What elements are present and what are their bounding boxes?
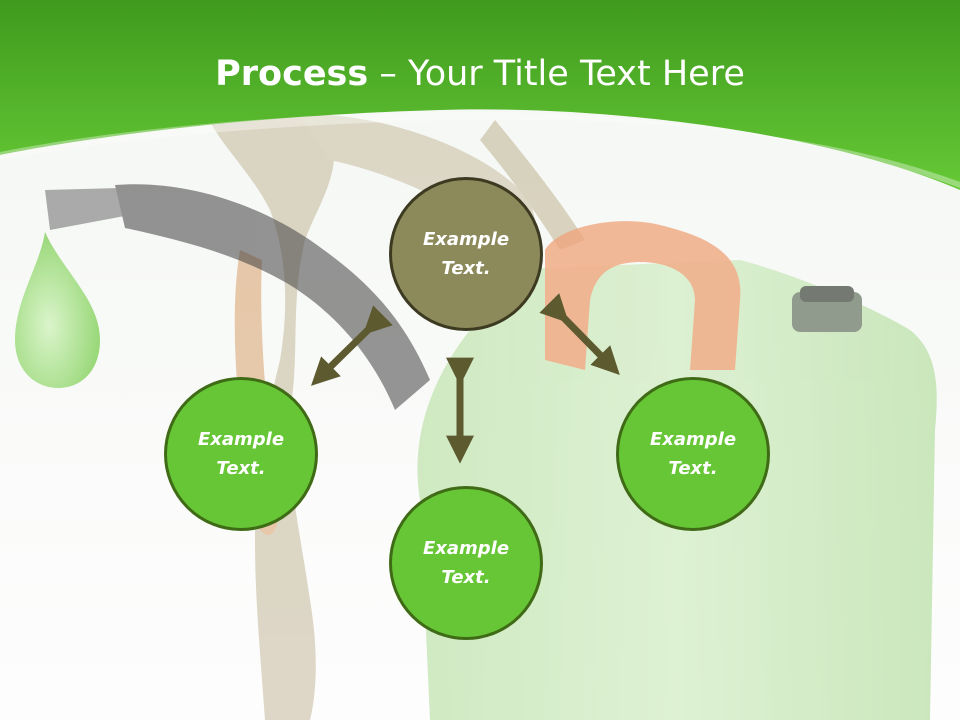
- fuel-nozzle: [45, 184, 430, 410]
- title-bold: Process: [215, 54, 369, 94]
- fuel-drop-shape: [15, 232, 100, 388]
- node-label: Example Text.: [422, 229, 510, 279]
- process-node-right: Example Text.: [616, 377, 770, 531]
- header-band: [0, 0, 960, 190]
- title-text: – Your Title Text Here: [368, 54, 745, 94]
- node-label: Example Text.: [197, 429, 285, 479]
- node-label: Example Text.: [422, 538, 510, 588]
- process-node-center: Example Text.: [389, 177, 543, 331]
- process-node-left: Example Text.: [164, 377, 318, 531]
- process-node-bottom: Example Text.: [389, 486, 543, 640]
- node-label: Example Text.: [649, 429, 737, 479]
- page-title: Process – Your Title Text Here: [0, 52, 960, 96]
